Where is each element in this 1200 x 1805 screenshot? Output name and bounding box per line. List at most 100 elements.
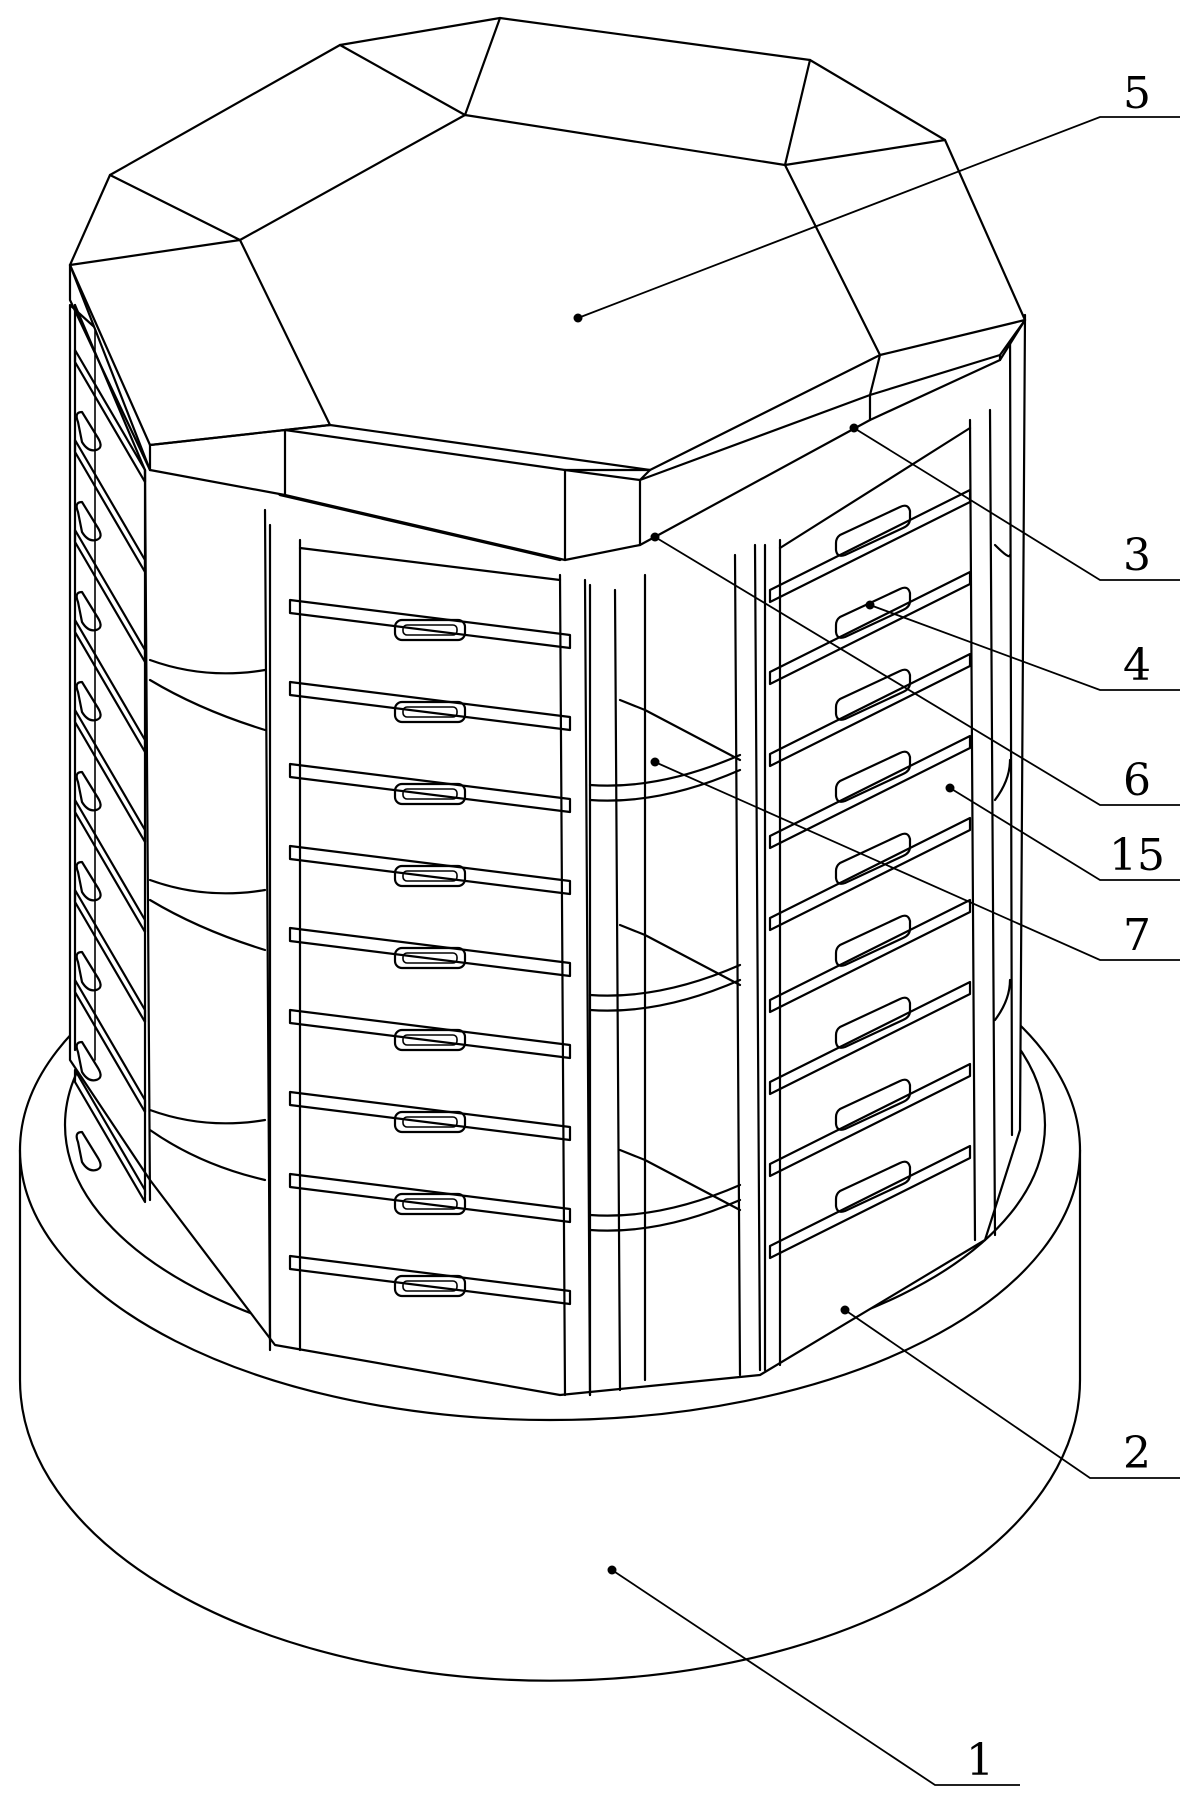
left-drawer	[73, 528, 147, 664]
right-drawer	[768, 570, 972, 686]
center-shelf-bay	[588, 543, 762, 1397]
drawer-rail	[768, 570, 972, 686]
front-drawer	[288, 1123, 572, 1224]
drawer-handle	[75, 770, 102, 812]
callout-15: 15	[1109, 830, 1165, 881]
drawer-handle	[834, 668, 912, 721]
drawer-rail	[288, 1090, 572, 1142]
right-drawer	[768, 488, 972, 604]
drawer-handle	[393, 1274, 467, 1298]
right-drawer	[768, 898, 972, 1014]
drawer-rail	[73, 1068, 147, 1204]
drawer-rail	[73, 978, 147, 1114]
drawer-handle	[393, 1192, 467, 1216]
leader-7	[654, 761, 1180, 961]
right-drawer-column	[763, 408, 997, 1372]
leader-1	[611, 1569, 1020, 1786]
left-drawer	[73, 708, 147, 844]
drawer-rail	[768, 816, 972, 932]
leader-2	[844, 1309, 1180, 1479]
drawer-rail	[288, 1254, 572, 1306]
left-drawer	[73, 798, 147, 934]
right-side-shelves	[993, 318, 1014, 1137]
right-drawer	[768, 1144, 972, 1260]
drawer-handle	[75, 1040, 102, 1082]
drawer-handle	[834, 1160, 912, 1213]
drawer-rail	[288, 844, 572, 896]
drawer-handle	[834, 914, 912, 967]
drawer-handle	[75, 680, 102, 722]
drawer-handle	[834, 750, 912, 803]
drawer-rail	[73, 618, 147, 754]
drawer-handle	[393, 946, 467, 970]
drawer-handle	[834, 1078, 912, 1131]
drawer-rail	[288, 680, 572, 732]
drawer-handle	[75, 410, 102, 452]
drawer-handle	[393, 1028, 467, 1052]
front-drawer	[288, 877, 572, 978]
drawer-handle	[834, 832, 912, 885]
front-drawer-column	[268, 523, 592, 1397]
drawer-handle	[75, 500, 102, 542]
drawer-rail	[768, 1062, 972, 1178]
front-drawers	[288, 549, 572, 1306]
right-drawer	[768, 980, 972, 1096]
front-drawer	[288, 1205, 572, 1306]
left-drawer	[73, 618, 147, 754]
drawer-handle	[393, 1110, 467, 1134]
left-drawer	[73, 1068, 147, 1204]
leader-5	[577, 116, 1180, 319]
drawer-rail	[73, 888, 147, 1024]
right-drawer	[768, 734, 972, 850]
leader-lines	[573, 116, 1180, 1786]
drawer-handle	[75, 950, 102, 992]
leader-3	[853, 427, 1180, 581]
drawer-rail	[768, 488, 972, 604]
drawer-handle	[75, 590, 102, 632]
right-drawer	[768, 1062, 972, 1178]
drawer-handle	[393, 864, 467, 888]
right-drawer	[768, 816, 972, 932]
drawer-handle	[393, 782, 467, 806]
front-drawer	[288, 631, 572, 732]
callout-2: 2	[1123, 1428, 1151, 1479]
left-drawer	[73, 888, 147, 1024]
drawer-handle	[75, 860, 102, 902]
drawer-handle	[393, 700, 467, 724]
drawer-handle	[75, 1130, 102, 1172]
left-drawer	[73, 978, 147, 1114]
drawer-rail	[768, 898, 972, 1014]
drawer-rail	[73, 528, 147, 664]
front-drawer	[288, 549, 572, 650]
front-drawer	[288, 713, 572, 814]
drawer-rail	[768, 734, 972, 850]
drawer-rail	[288, 1008, 572, 1060]
front-drawer	[288, 959, 572, 1060]
drawer-rail	[288, 926, 572, 978]
drawer-rail	[73, 708, 147, 844]
leader-4	[869, 604, 1180, 691]
drawer-handle	[834, 586, 912, 639]
front-drawer	[288, 795, 572, 896]
drawer-rail	[768, 1144, 972, 1260]
callout-labels: 5 3 4 6 15 7 2 1	[966, 68, 1165, 1786]
drawer-handle	[834, 504, 912, 557]
callout-1: 1	[966, 1735, 994, 1786]
callout-3: 3	[1123, 530, 1151, 581]
drawer-rail	[288, 1172, 572, 1224]
drawer-handle	[393, 618, 467, 642]
top-cover	[68, 16, 1027, 562]
drawer-rail	[288, 762, 572, 814]
drawer-rail	[73, 798, 147, 934]
front-drawer	[288, 1041, 572, 1142]
leader-15	[949, 787, 1180, 881]
drawer-handle	[834, 996, 912, 1049]
callout-6: 6	[1123, 755, 1151, 806]
left-drawers	[73, 348, 147, 1204]
leader-6	[654, 536, 1180, 806]
callout-5: 5	[1123, 68, 1151, 119]
callout-4: 4	[1123, 640, 1151, 691]
callout-7: 7	[1123, 910, 1151, 961]
